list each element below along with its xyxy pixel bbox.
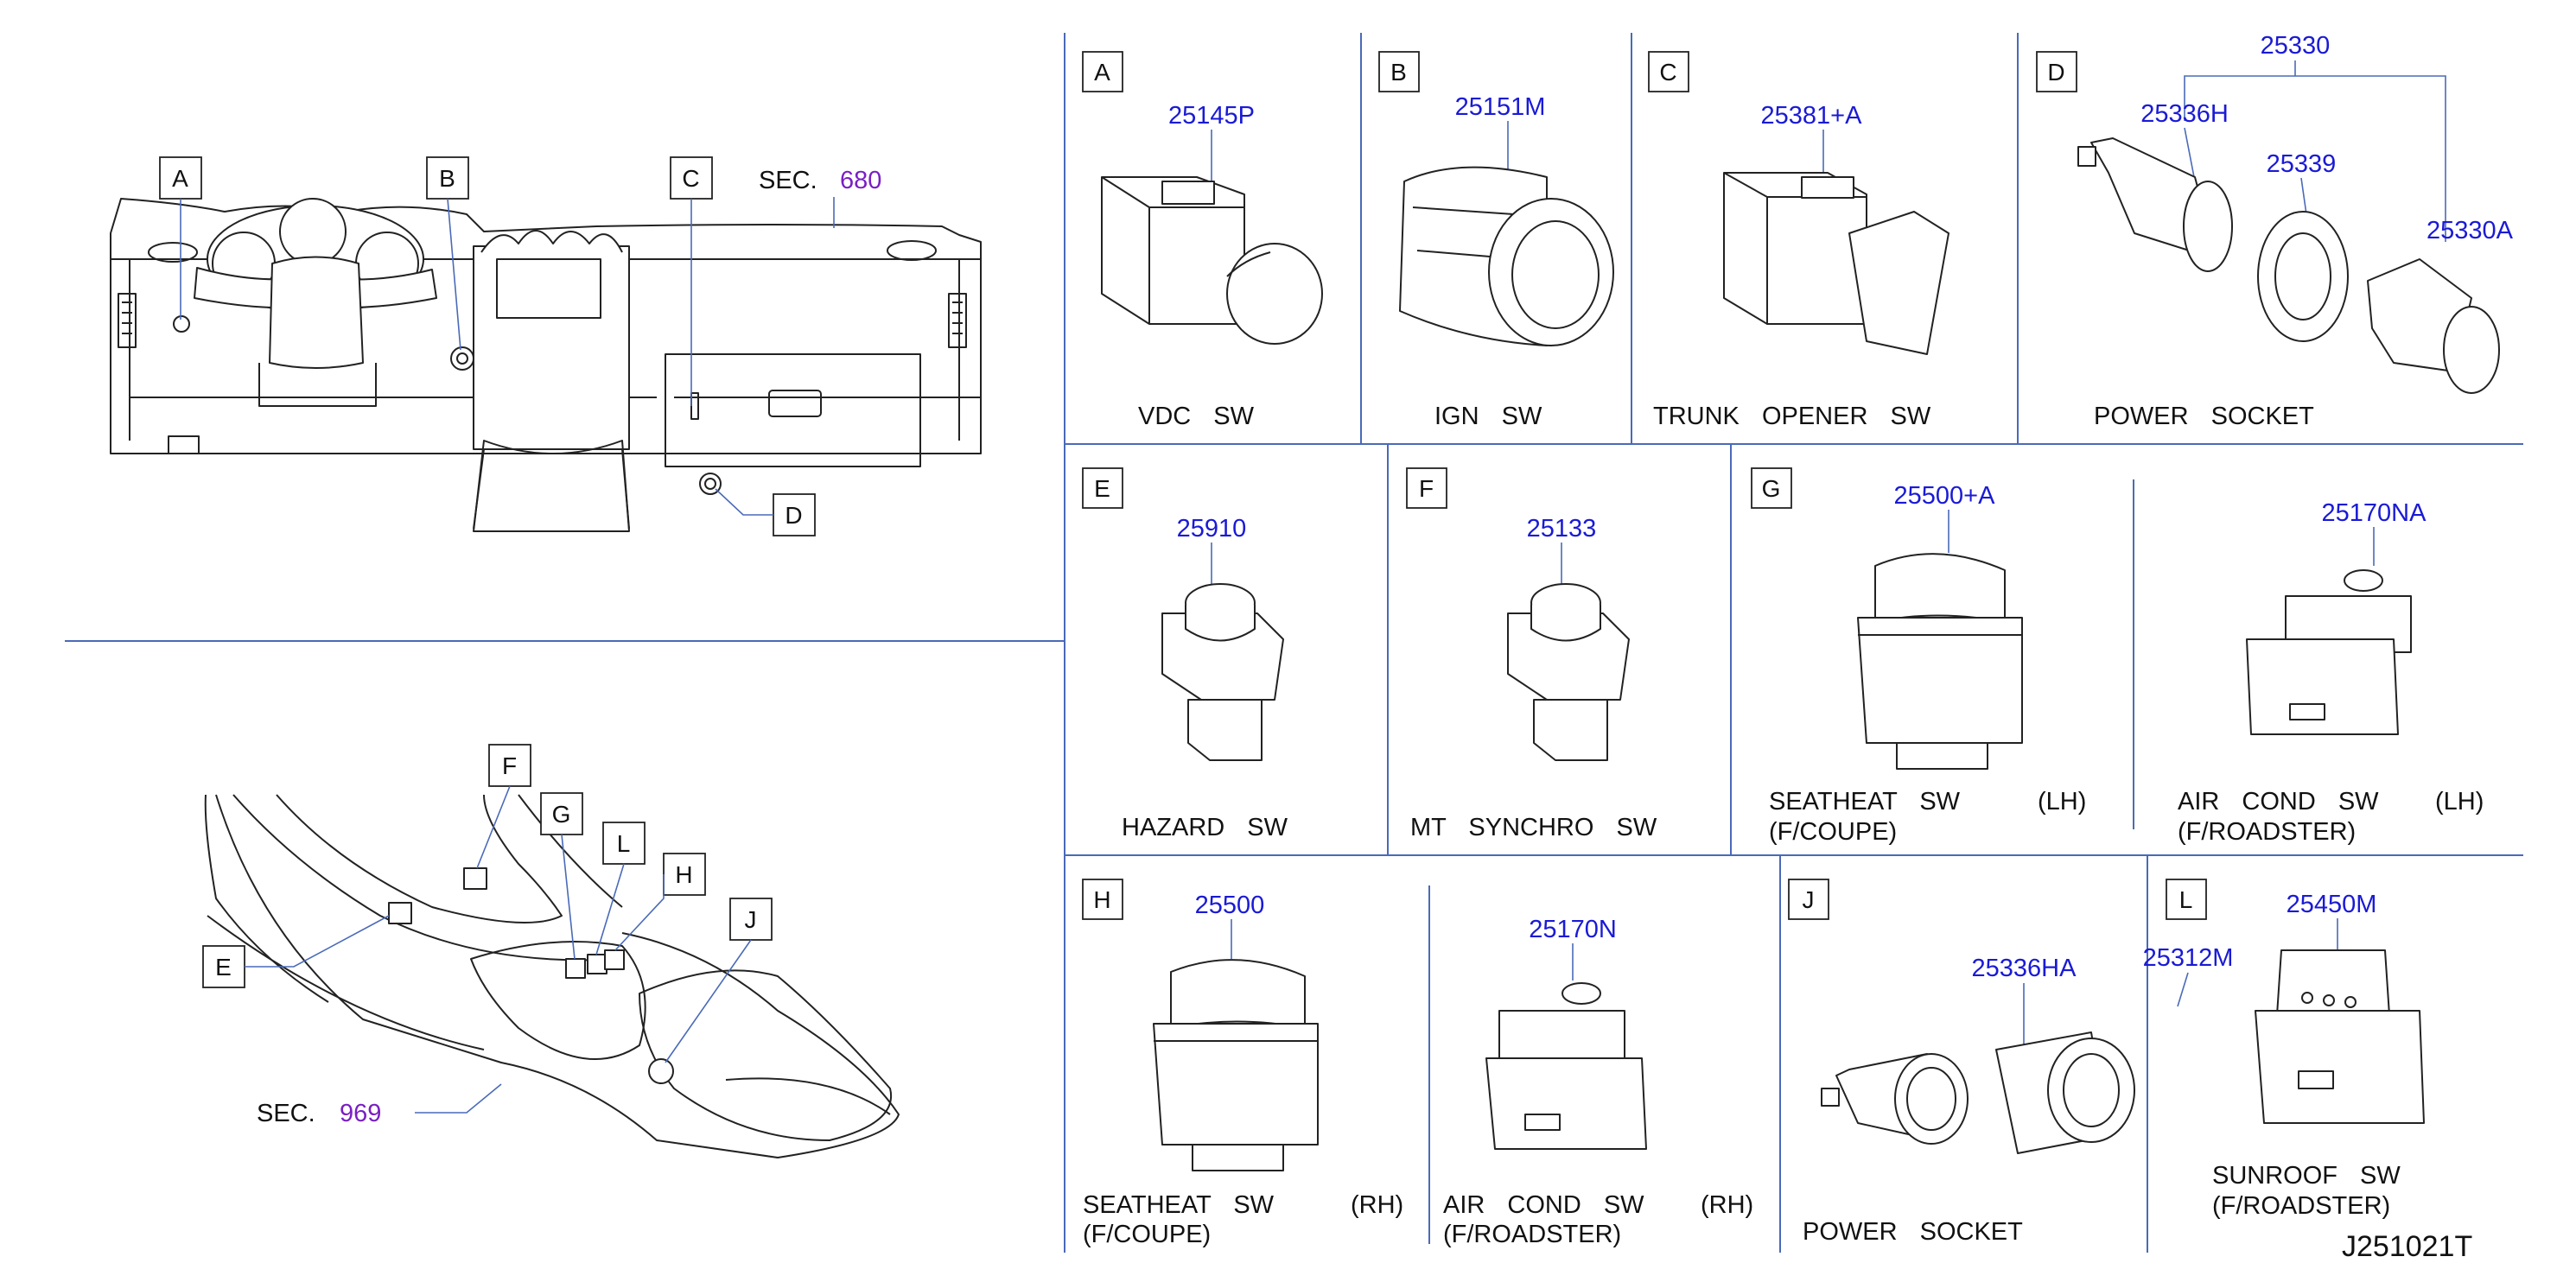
panel-g: G 25500+A 25170NA SEATHEAT SW (LH) (F/CO… [1751, 467, 2484, 846]
panel-f-part-number: 25133 [1527, 515, 1597, 543]
panel-e-caption: HAZARD SW [1122, 814, 1288, 841]
callout-j: J [665, 898, 773, 1063]
panel-e: E 25910 HAZARD SW [1082, 467, 1288, 841]
panel-g-caption2-left: (F/COUPE) [1769, 818, 1897, 846]
section-number-969: 969 [340, 1100, 381, 1127]
panel-j: J 25336HA 25312M POWER SOCKET [1788, 879, 2234, 1246]
panel-f-caption: MT SYNCHRO SW [1410, 814, 1657, 841]
panel-h-part-seatheat: 25500 [1195, 892, 1265, 919]
panel-a-letter: A [1094, 59, 1111, 86]
panel-f-letter: F [1419, 475, 1434, 502]
panel-j-letter: J [1803, 886, 1816, 913]
panel-dividers [65, 33, 2523, 1253]
section-ref-680: SEC. 680 [759, 167, 881, 228]
callout-g: G [540, 792, 583, 960]
panel-j-caption: POWER SOCKET [1803, 1218, 2023, 1246]
callout-l-label: L [617, 830, 632, 857]
panel-a: A 25145P VDC SW [1082, 51, 1323, 430]
panel-e-part-number: 25910 [1177, 515, 1247, 543]
callout-l: L [595, 822, 646, 955]
callout-g-label: G [552, 801, 572, 828]
panel-c: C 25381+A TRUNK OPENER SW [1648, 51, 1949, 430]
callout-j-label: J [745, 906, 758, 933]
callout-b: B [426, 156, 469, 351]
diagram-code: J251021T [2342, 1230, 2472, 1263]
callout-d: D [715, 488, 816, 536]
panel-b-letter: B [1390, 59, 1408, 86]
callout-a: A [159, 156, 202, 320]
panel-h-side-right: (RH) [1701, 1191, 1753, 1219]
callout-a-label: A [172, 165, 189, 192]
panel-h-caption-left: SEATHEAT SW [1083, 1191, 1275, 1219]
panel-d-part-socket: 25336H [2140, 100, 2229, 128]
panel-l-letter: L [2179, 886, 2194, 913]
panel-g-side-left: (LH) [2038, 788, 2086, 816]
panel-b-part-number: 25151M [1455, 93, 1546, 121]
panel-h-caption-right: AIR COND SW [1443, 1191, 1644, 1219]
panel-g-caption-left: SEATHEAT SW [1769, 788, 1961, 816]
panel-e-letter: E [1094, 475, 1111, 502]
panel-g-caption2-right: (F/ROADSTER) [2178, 818, 2356, 846]
callout-b-label: B [439, 165, 456, 192]
panel-g-side-right: (LH) [2435, 788, 2484, 816]
panel-b: B 25151M IGN SW [1378, 51, 1614, 430]
panel-j-part-holder: 25312M [2143, 944, 2234, 972]
panel-g-caption-right: AIR COND SW [2178, 788, 2379, 816]
panel-l: L 25450M SUNROOF SW (F/ROADSTER) [2166, 879, 2425, 1220]
callout-h: H [614, 853, 706, 951]
panel-h-part-aircond: 25170N [1529, 916, 1617, 943]
panel-a-caption: VDC SW [1138, 403, 1255, 430]
panel-d: D 25330 25336H 25339 25330A POWER SOCKET [2036, 32, 2514, 430]
panel-d-letter: D [2047, 59, 2065, 86]
callout-f: F [476, 744, 531, 869]
callout-e-label: E [215, 954, 232, 981]
panel-j-part-socket: 25336HA [1972, 955, 2077, 982]
panel-h: H 25500 25170N SEATHEAT SW (RH) (F/COUPE… [1082, 879, 1753, 1248]
callout-d-label: D [785, 502, 803, 529]
panel-c-letter: C [1659, 59, 1677, 86]
panel-h-caption2-left: (F/COUPE) [1083, 1221, 1211, 1248]
panel-a-part-number: 25145P [1168, 102, 1255, 130]
section-prefix-bottom: SEC. [257, 1100, 315, 1127]
panel-b-caption: IGN SW [1434, 403, 1542, 430]
dashboard-overview [110, 198, 982, 532]
callout-e: E [202, 915, 390, 988]
console-overview [204, 794, 900, 1158]
section-ref-969: SEC. 969 [257, 1083, 502, 1127]
panel-g-part-seatheat: 25500+A [1894, 482, 1996, 510]
callout-c-label: C [682, 165, 700, 192]
panel-l-caption: SUNROOF SW [2212, 1162, 2401, 1190]
panel-d-part-ring: 25339 [2267, 150, 2337, 178]
panel-c-part-number: 25381+A [1761, 102, 1863, 130]
callout-f-label: F [502, 752, 518, 779]
panel-c-caption: TRUNK OPENER SW [1653, 403, 1931, 430]
panel-d-caption: POWER SOCKET [2094, 403, 2314, 430]
panel-l-caption2: (F/ROADSTER) [2212, 1192, 2390, 1220]
section-number-680: 680 [840, 167, 881, 194]
callout-h-label: H [675, 861, 693, 888]
panel-h-caption2-right: (F/ROADSTER) [1443, 1221, 1621, 1248]
panel-h-side-left: (RH) [1351, 1191, 1403, 1219]
panel-h-letter: H [1093, 886, 1111, 913]
callout-c: C [670, 156, 713, 406]
section-prefix-top: SEC. [759, 167, 817, 194]
panel-d-part-assembly: 25330 [2261, 32, 2331, 60]
panel-f: F 25133 MT SYNCHRO SW [1406, 467, 1657, 841]
panel-d-part-cap: 25330A [2427, 217, 2514, 244]
panel-l-part-number: 25450M [2287, 891, 2377, 918]
panel-g-letter: G [1762, 475, 1782, 502]
panel-g-part-aircond: 25170NA [2322, 499, 2427, 527]
